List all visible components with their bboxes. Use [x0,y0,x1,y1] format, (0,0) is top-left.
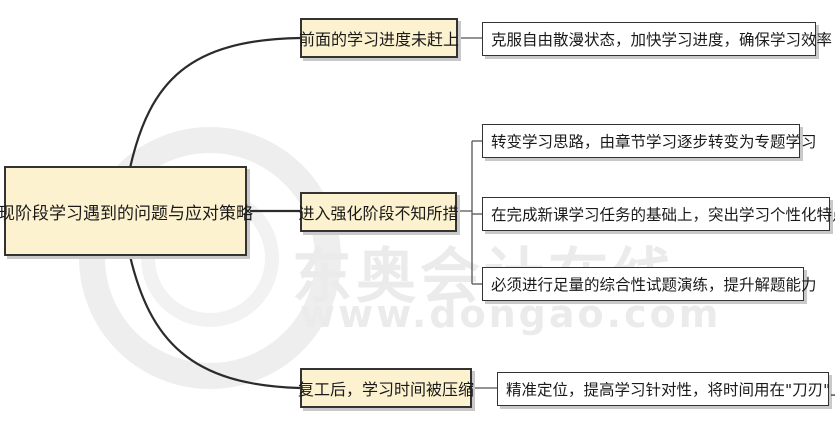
branch-node-label: 进入强化阶段不知所措 [298,204,459,223]
leaf-node-label: 必须进行足量的综合性试题演练，提升解题能力 [491,276,817,294]
leaf-node-2-1: 转变学习思路，由章节学习逐步转变为专题学习 [482,124,817,158]
leaf-node-2-3: 必须进行足量的综合性试题演练，提升解题能力 [482,267,817,301]
root-node-label: 现阶段学习遇到的问题与应对策略 [0,203,253,224]
branch-node-2: 进入强化阶段不知所措 [298,192,459,232]
branch-node-3: 复工后，学习时间被压缩 [298,368,475,408]
branch-node-label: 复工后，学习时间被压缩 [298,380,475,399]
leaf-node-2-2: 在完成新课学习任务的基础上，突出学习个性化特点 [482,197,835,231]
leaf-node-label: 克服自由散漫状态，加快学习进度，确保学习效率 [491,31,833,49]
branch-node-1: 前面的学习进度未赶上 [299,18,460,58]
leaf-node-label: 精准定位，提高学习针对性，将时间用在"刀刃"上 [506,381,835,399]
connector-branch-2-spine [457,141,473,284]
connector-root-branch-3 [128,254,302,390]
leaf-node-3-1: 精准定位，提高学习针对性，将时间用在"刀刃"上 [497,372,835,406]
branch-node-label: 前面的学习进度未赶上 [299,30,460,49]
leaf-node-1-1: 克服自由散漫状态，加快学习进度，确保学习效率 [482,22,832,56]
connector-root-branch-1 [128,36,302,170]
root-node: 现阶段学习遇到的问题与应对策略 [0,166,253,256]
leaf-node-label: 转变学习思路，由章节学习逐步转变为专题学习 [491,133,817,151]
leaf-node-label: 在完成新课学习任务的基础上，突出学习个性化特点 [491,206,835,224]
